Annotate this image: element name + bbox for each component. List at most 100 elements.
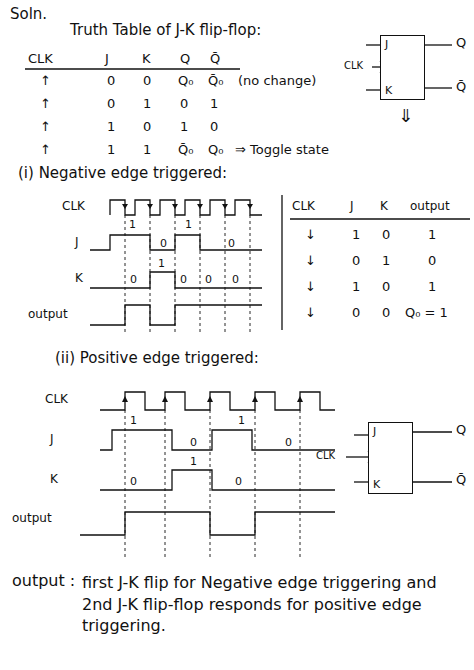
table-rule [290, 218, 470, 219]
label-text: 0 [190, 437, 197, 450]
pin-label: J [373, 425, 408, 438]
label-text: Q₀ = 1 [405, 306, 448, 321]
label-text: 0 [352, 254, 360, 269]
pin-label: K [385, 84, 420, 97]
label-text: Q [456, 423, 466, 438]
label-text: 1 [107, 143, 115, 158]
label-text: Q [180, 52, 190, 67]
label-text: output [28, 308, 68, 322]
label-text: 0 [228, 238, 235, 251]
label-text: 1 [428, 280, 436, 295]
label-text: ↓ [305, 254, 316, 269]
label-text: ⇒ Toggle state [235, 143, 329, 158]
label-text: (no change) [238, 74, 316, 89]
label-text: 1 [190, 456, 197, 469]
label-text: 0 [143, 74, 151, 89]
label-text: J [50, 433, 54, 447]
label-text: Q₀ [178, 74, 193, 89]
pin-label: J [385, 38, 420, 51]
label-text: J [350, 200, 354, 214]
label-text: CLK [316, 450, 335, 462]
label-text: 1 [428, 228, 436, 243]
label-text: 0 [205, 274, 212, 287]
label-text: 0 [107, 74, 115, 89]
label-text: ↑ [40, 143, 51, 158]
clock-wave [110, 200, 262, 215]
label-text: 1 [180, 120, 188, 135]
j-wave [90, 235, 262, 250]
label-text: Q̄₀ [178, 143, 193, 158]
output-wave [90, 305, 262, 325]
flip-flop-box: JK [380, 35, 425, 100]
label-text: ↑ [40, 74, 51, 89]
label-text: Q₀ [208, 143, 223, 158]
label-text: 0 [180, 97, 188, 112]
pin-label: K [373, 478, 408, 491]
label-text: K [75, 272, 83, 286]
label-text: CLK [62, 200, 85, 214]
label-text: 1 [185, 219, 192, 232]
label-text: CLK [292, 200, 315, 214]
label-text: Q̄ [456, 80, 466, 95]
label-text: 0 [428, 254, 436, 269]
label-text: ↑ [40, 120, 51, 135]
label-text: J [75, 236, 79, 250]
label-text: output [12, 512, 52, 526]
label-text: 1 [352, 228, 360, 243]
label-text: ↓ [305, 306, 316, 321]
label-text: K [380, 200, 388, 214]
label-text: 1 [382, 254, 390, 269]
clock-wave [100, 392, 335, 410]
k-wave [90, 272, 262, 288]
label-text: ⇓ [398, 106, 413, 127]
label-text: Q̄ [456, 473, 466, 488]
label-text: 0 [180, 274, 187, 287]
label-text: 1 [158, 258, 165, 271]
flip-flop-box: JK [368, 422, 413, 494]
label-text: 0 [210, 120, 218, 135]
label-text: 0 [232, 274, 239, 287]
label-text: Soln. [10, 6, 47, 23]
label-text: 1 [143, 143, 151, 158]
label-text: ↓ [305, 228, 316, 243]
label-text: (i) Negative edge triggered: [18, 165, 227, 182]
label-text: Truth Table of J-K flip-flop: [70, 22, 261, 39]
label-text: K [142, 52, 151, 67]
label-text: CLK [344, 60, 363, 72]
table-rule [25, 68, 240, 69]
label-text: (ii) Positive edge triggered: [55, 350, 259, 367]
label-text: Q [456, 36, 466, 51]
label-text: 1 [352, 280, 360, 295]
label-text: 0 [285, 437, 292, 450]
label-text: 0 [382, 280, 390, 295]
label-text: output [410, 200, 450, 214]
label-text: output : [12, 572, 75, 590]
label-text: J [105, 52, 109, 67]
label-text: 0 [352, 306, 360, 321]
label-text: Q̄₀ [208, 74, 223, 89]
label-text: K [50, 473, 58, 487]
table-divider [281, 195, 282, 330]
label-text: 1 [107, 120, 115, 135]
label-text: 0 [130, 274, 137, 287]
label-text: 0 [143, 120, 151, 135]
label-text: CLK [28, 52, 53, 67]
label-text: 0 [160, 238, 167, 251]
label-text: 0 [382, 228, 390, 243]
label-text: 0 [107, 97, 115, 112]
label-text: 0 [235, 476, 242, 489]
label-text: 1 [238, 415, 245, 428]
label-text: CLK [45, 393, 68, 407]
label-text: ↑ [40, 97, 51, 112]
label-text: 1 [130, 415, 137, 428]
label-text: 0 [130, 476, 137, 489]
note-text: first J-K flip for Negative edge trigger… [82, 572, 462, 637]
label-text: 1 [143, 97, 151, 112]
label-text: Q̄ [210, 52, 220, 67]
label-text: ↓ [305, 280, 316, 295]
label-text: 1 [210, 97, 218, 112]
label-text: 0 [382, 306, 390, 321]
label-text: 1 [129, 219, 136, 232]
output-wave [80, 512, 335, 535]
